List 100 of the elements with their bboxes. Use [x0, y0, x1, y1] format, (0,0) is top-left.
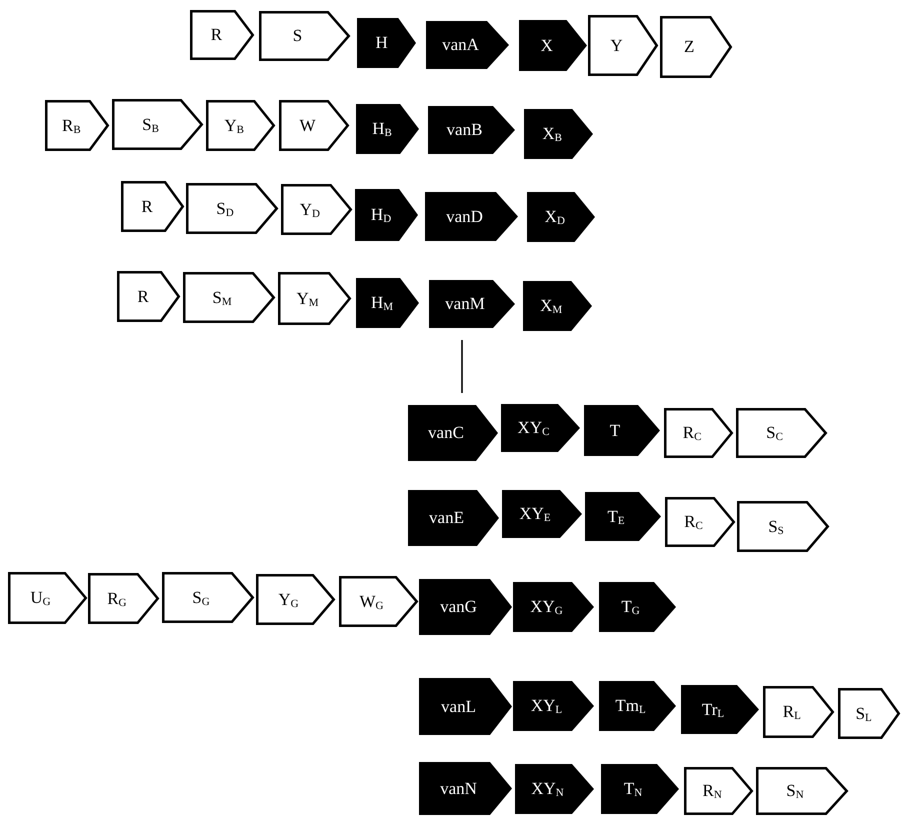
gene-label: H	[376, 33, 388, 53]
gene-label: T$_{E}$	[607, 506, 625, 526]
gene-block	[88, 573, 159, 624]
gene-label: Y$_{B}$	[224, 116, 244, 136]
gene-block	[756, 767, 848, 815]
gene-label: W	[299, 116, 316, 136]
gene-block	[281, 184, 352, 235]
gene-block	[357, 18, 416, 68]
gene-block	[660, 16, 732, 78]
gene-label: vanE	[429, 508, 464, 528]
gene-label: W$_{G}$	[360, 592, 384, 612]
gene-block	[502, 490, 582, 538]
gene-label: S$_{B}$	[142, 114, 159, 134]
gene-block	[519, 20, 587, 71]
gene-block	[339, 576, 418, 627]
gene-label: X$_{B}$	[542, 124, 562, 144]
gene-label: vanC	[428, 423, 464, 443]
gene-label: R$_{C}$	[682, 423, 702, 443]
gene-block	[501, 404, 580, 452]
gene-block	[524, 109, 593, 159]
gene-block	[426, 21, 509, 69]
gene-block	[190, 10, 254, 60]
gene-label: R$_{L}$	[782, 702, 801, 722]
gene-block	[186, 183, 278, 234]
gene-block	[121, 181, 184, 232]
gene-block	[408, 490, 499, 546]
gene-label: R	[141, 196, 153, 216]
gene-label: X$_{M}$	[540, 296, 562, 316]
gene-label: R	[137, 286, 149, 306]
gene-label: vanG	[440, 597, 477, 617]
gene-block	[419, 762, 512, 815]
gene-block	[523, 281, 592, 331]
gene-label: Y$_{M}$	[296, 288, 319, 308]
gene-block	[585, 492, 661, 541]
gene-label: Tm$_{L}$	[615, 696, 646, 716]
gene-block	[599, 681, 676, 731]
gene-label: vanN	[440, 778, 477, 798]
gene-block	[183, 272, 275, 323]
gene-label: T$_{G}$	[621, 597, 640, 617]
gene-label: vanB	[446, 120, 482, 140]
gene-label: XY$_{N}$	[531, 779, 564, 799]
gene-label: T$_{N}$	[624, 779, 642, 799]
gene-label: S$_{C}$	[766, 423, 783, 443]
gene-label: H$_{B}$	[372, 119, 392, 139]
gene-block	[355, 189, 418, 241]
gene-block	[425, 192, 518, 241]
gene-block	[665, 497, 735, 547]
gene-block	[763, 686, 834, 738]
gene-label: Z	[684, 37, 694, 57]
gene-block	[256, 574, 335, 625]
gene-label: XY$_{L}$	[530, 696, 562, 716]
gene-label: S$_{D}$	[216, 198, 234, 218]
gene-label: H$_{M}$	[371, 293, 394, 313]
gene-block	[162, 572, 254, 623]
gene-block	[419, 678, 512, 735]
gene-block	[419, 579, 512, 635]
gene-block	[513, 582, 594, 632]
gene-block	[356, 104, 419, 154]
gene-block	[259, 11, 350, 61]
gene-block	[681, 685, 759, 734]
gene-block	[737, 501, 829, 552]
gene-label: R$_{N}$	[702, 781, 722, 801]
gene-block	[588, 15, 658, 76]
gene-label: Y$_{D}$	[300, 200, 320, 220]
gene-label: vanM	[445, 294, 485, 314]
gene-block	[408, 405, 498, 461]
gene-label: R$_{B}$	[62, 116, 81, 136]
gene-block	[601, 764, 679, 814]
gene-label: H$_{D}$	[370, 205, 392, 225]
gene-block	[8, 572, 87, 624]
gene-block	[599, 582, 676, 632]
gene-block	[736, 408, 827, 458]
gene-label: vanA	[442, 35, 479, 55]
gene-block	[279, 100, 349, 151]
gene-block	[278, 272, 351, 325]
gene-label: X	[540, 36, 553, 56]
gene-label: R$_{G}$	[107, 588, 126, 608]
gene-block	[664, 408, 733, 458]
gene-block	[684, 767, 753, 815]
gene-block	[429, 280, 515, 328]
gene-block	[117, 271, 180, 322]
gene-block	[584, 405, 660, 456]
gene-label: S$_{G}$	[192, 588, 210, 608]
gene-label: XY$_{E}$	[519, 504, 551, 524]
gene-label: XY$_{G}$	[530, 597, 563, 617]
gene-label: Y	[610, 36, 623, 56]
gene-block	[45, 100, 109, 151]
gene-block	[112, 99, 203, 150]
gene-label: S	[292, 26, 302, 46]
gene-label: S$_{N}$	[786, 781, 804, 801]
gene-block	[515, 764, 594, 814]
gene-block	[206, 100, 275, 151]
gene-label: S$_{S}$	[768, 516, 784, 536]
gene-block	[838, 688, 900, 739]
gene-label: R$_{C}$	[684, 512, 703, 532]
gene-label: T	[610, 420, 620, 440]
gene-label: Tr$_{L}$	[702, 700, 724, 720]
gene-label: vanD	[446, 206, 483, 226]
gene-label: R	[210, 25, 222, 45]
gene-label: S$_{M}$	[212, 288, 232, 308]
